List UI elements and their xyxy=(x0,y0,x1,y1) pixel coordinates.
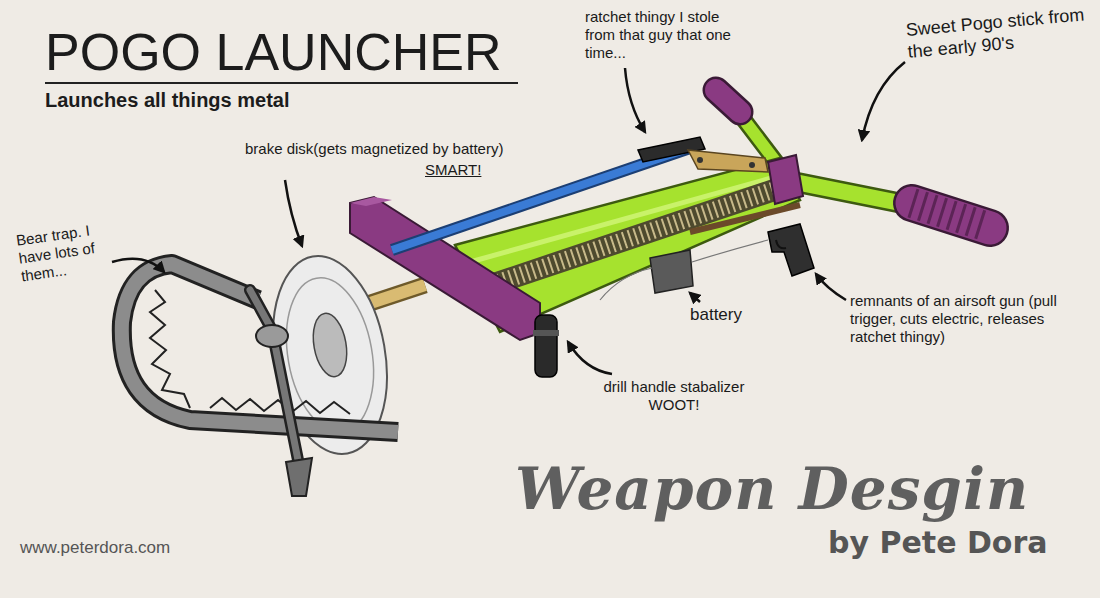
label-holder: Weapon Desgin xyxy=(515,460,1029,518)
label-holder: Launches all things metal xyxy=(45,88,290,112)
leader-arrow xyxy=(285,180,302,246)
title: POGO LAUNCHER xyxy=(45,26,502,78)
design-heading: Weapon Desgin xyxy=(515,460,1029,518)
trap-lever-outline xyxy=(250,290,300,470)
label-holder: remnants of an airsoft gun (pull trigger… xyxy=(850,292,1086,346)
callout-note: ratchet thingy I stole from that guy tha… xyxy=(585,8,743,62)
label-holder: by Pete Dora xyxy=(828,525,1048,561)
rivet xyxy=(749,162,755,168)
lower-grip xyxy=(912,203,990,228)
trap-tab xyxy=(286,458,312,496)
website: www.peterdora.com xyxy=(20,538,170,558)
grip-ridges xyxy=(912,203,985,226)
author-credit: by Pete Dora xyxy=(828,525,1048,561)
wire xyxy=(600,268,652,300)
trap-jaw-outline xyxy=(122,264,398,432)
trap-pan xyxy=(256,325,288,347)
callout-note: brake disk(gets magnetized by battery) xyxy=(245,140,503,158)
drill-handle xyxy=(535,315,557,377)
leader-arrow xyxy=(816,274,846,300)
handle-bar xyxy=(795,182,910,205)
leader-arrow xyxy=(568,342,612,374)
front-plate xyxy=(350,197,540,340)
label-holder: battery xyxy=(690,305,742,325)
handle-ring xyxy=(533,330,559,336)
leader-arrow xyxy=(690,293,700,302)
grip-outline xyxy=(716,90,740,112)
trap-lever xyxy=(250,290,300,470)
callout-note: battery xyxy=(690,305,742,325)
upper-grip xyxy=(716,90,740,112)
label-holder: brake disk(gets magnetized by battery) xyxy=(245,140,503,158)
collar xyxy=(768,155,803,204)
wire xyxy=(692,240,768,262)
label-holder: SMART! xyxy=(425,161,481,179)
callout-emphasis: SMART! xyxy=(425,161,481,179)
leader-arrow xyxy=(625,68,645,132)
trap-teeth xyxy=(150,290,190,408)
disk-hub xyxy=(309,311,352,380)
band-outline xyxy=(392,148,690,250)
ratchet-plate xyxy=(688,150,768,172)
title-underline xyxy=(45,82,518,84)
rivet xyxy=(697,157,703,163)
rubber-band xyxy=(392,148,690,250)
battery-box xyxy=(650,250,693,293)
label-holder: www.peterdora.com xyxy=(20,538,170,558)
label-holder: ratchet thingy I stole from that guy tha… xyxy=(585,8,743,62)
airsoft-grip xyxy=(768,224,814,276)
grip-outline xyxy=(912,203,990,228)
callout-note: remnants of an airsoft gun (pull trigger… xyxy=(850,292,1086,346)
trap-jaw xyxy=(122,264,398,432)
leader-arrow xyxy=(862,62,905,140)
leader-arrow xyxy=(112,259,164,272)
label-holder: drill handle stabalizer WOOT! xyxy=(585,378,763,414)
title-holder: POGO LAUNCHER xyxy=(45,26,502,78)
subtitle: Launches all things metal xyxy=(45,88,290,112)
trigger xyxy=(776,240,786,248)
handle-bar-outline xyxy=(795,182,910,205)
plate-top xyxy=(350,197,392,206)
callout-note: drill handle stabalizer WOOT! xyxy=(585,378,763,414)
